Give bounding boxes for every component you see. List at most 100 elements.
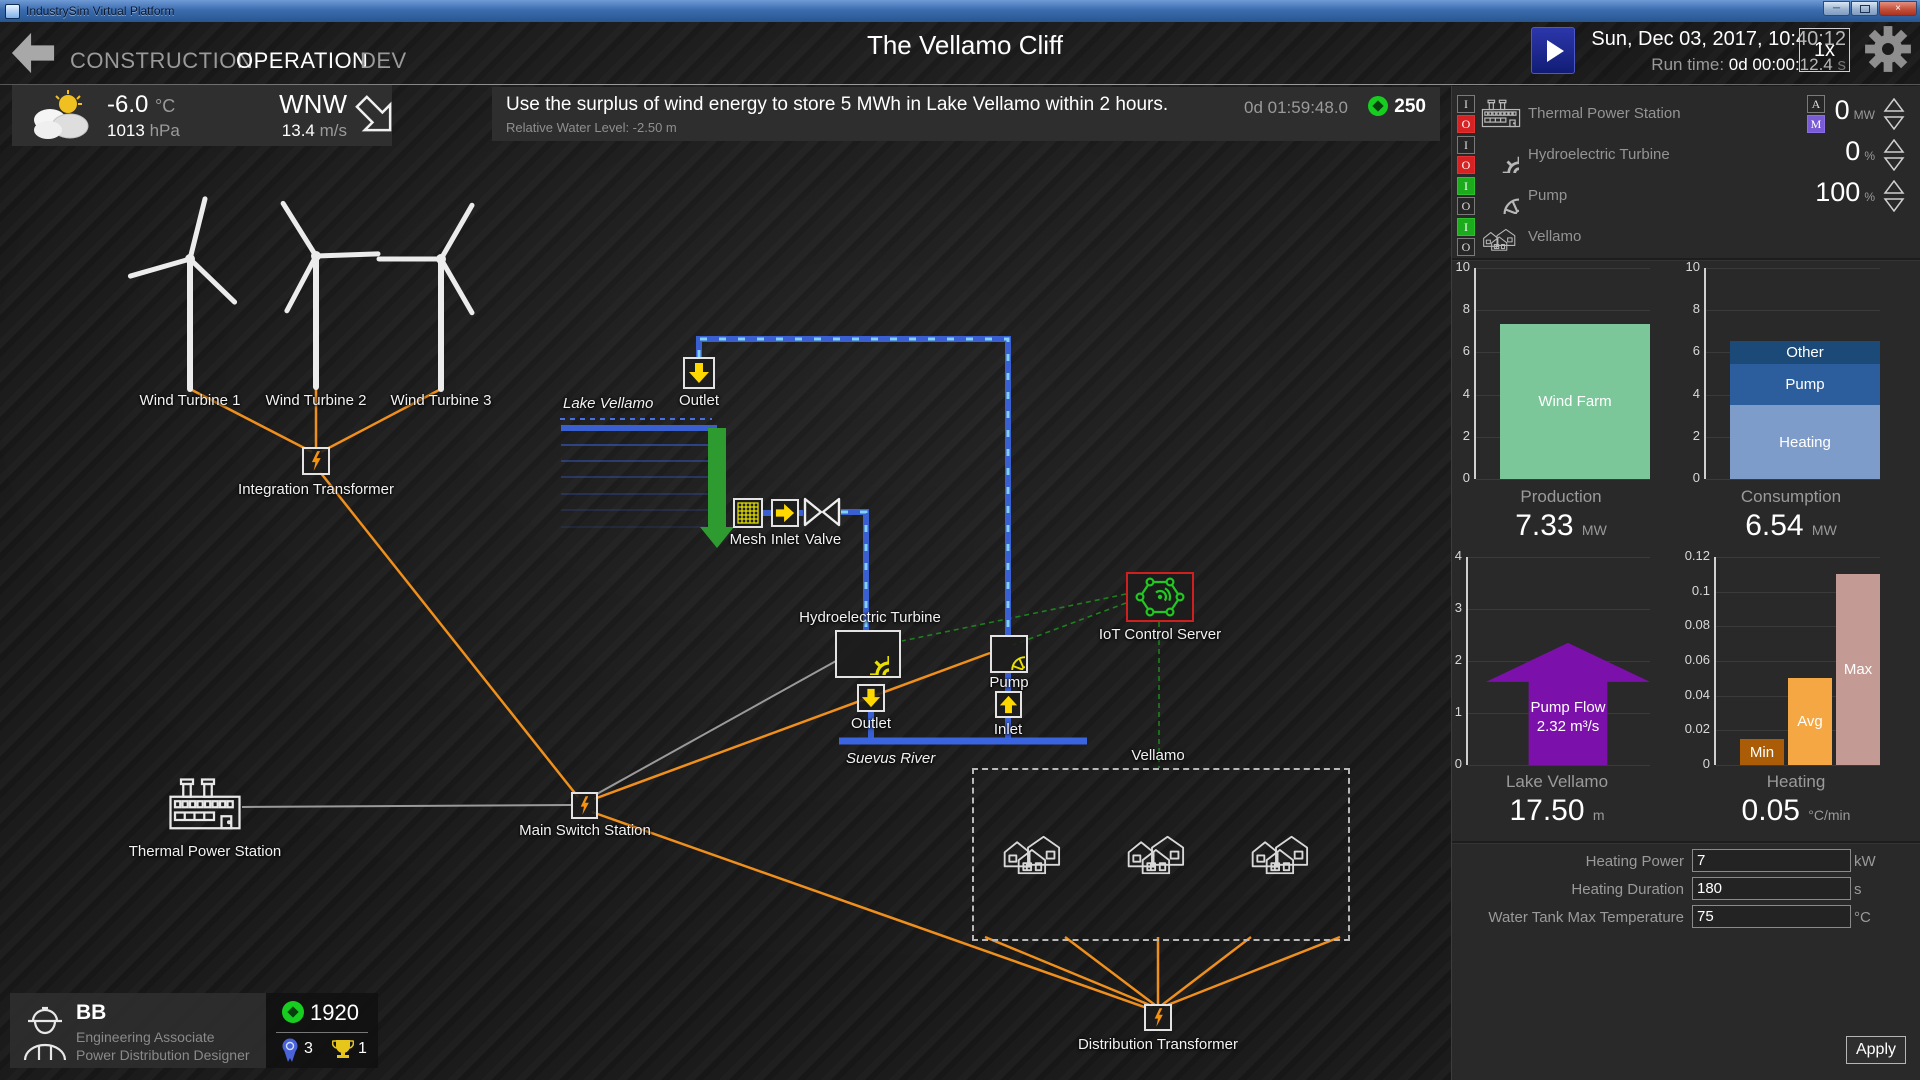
- weather-cloudy-icon: [26, 88, 96, 149]
- lake-level-arrow: [700, 428, 734, 548]
- arrow-down-icon: [861, 688, 881, 708]
- trophy-count: 1: [358, 1040, 367, 1057]
- player-info: BB Engineering Associate Power Distribut…: [10, 993, 266, 1068]
- wind-speed: 13.4 m/s: [281, 121, 347, 140]
- device-name: Thermal Power Station: [1528, 105, 1681, 122]
- panel-separator: [1452, 841, 1920, 844]
- mission-timer: 0d 01:59:48.0: [1244, 98, 1348, 117]
- arrow-right-icon: [775, 503, 795, 523]
- tab-construction[interactable]: CONSTRUCTION: [70, 48, 254, 73]
- trophy-icon: [332, 1040, 354, 1058]
- player-role-2: Power Distribution Designer: [76, 1047, 250, 1063]
- play-icon: [1546, 39, 1564, 62]
- player-name: BB: [76, 1001, 107, 1024]
- player-stats: 1920 3 1: [266, 993, 378, 1068]
- pump-node[interactable]: [990, 635, 1028, 673]
- device-name: Hydroelectric Turbine: [1528, 146, 1670, 163]
- valve-icon: [803, 497, 841, 527]
- close-button[interactable]: ×: [1879, 1, 1917, 16]
- apply-button[interactable]: Apply: [1846, 1036, 1906, 1064]
- mission-subtext: Relative Water Level: -2.50 m: [506, 120, 677, 135]
- hydro-turbine-node[interactable]: [835, 630, 901, 678]
- tab-operation[interactable]: OPERATION: [236, 48, 369, 73]
- app-icon: [5, 3, 20, 19]
- config-row: Heating Duration s: [1452, 877, 1920, 901]
- io-on-toggle[interactable]: I: [1457, 95, 1475, 113]
- lake-level-caption: Lake Vellamo 17.50 m: [1505, 772, 1609, 827]
- iot-network-icon: [1135, 577, 1185, 617]
- main-switch-station-node[interactable]: [571, 792, 598, 819]
- sim-datetime: Sun, Dec 03, 2017, 10:40:12: [1591, 28, 1846, 50]
- water-tank-max-temp-label: Water Tank Max Temperature: [1488, 909, 1684, 926]
- distribution-transformer-node[interactable]: [1144, 1004, 1172, 1031]
- mesh-label: Mesh: [729, 531, 767, 548]
- medal-icon: [282, 1038, 298, 1062]
- factory-icon: [1479, 96, 1523, 132]
- nav-separator: [0, 84, 1920, 85]
- config-row: Heating Power kW: [1452, 849, 1920, 873]
- lake-inlet-node[interactable]: [771, 499, 799, 527]
- minimize-button[interactable]: ─: [1823, 1, 1850, 16]
- distribution-transformer-label: Distribution Transformer: [1077, 1036, 1239, 1053]
- settings-gear-icon[interactable]: [1864, 25, 1912, 78]
- mesh-node[interactable]: [733, 498, 763, 528]
- config-row: Water Tank Max Temperature °C: [1452, 905, 1920, 929]
- io-off-toggle[interactable]: O: [1457, 238, 1475, 256]
- mission-text: Use the surplus of wind energy to store …: [506, 94, 1169, 115]
- lightning-bolt-icon: [309, 450, 323, 472]
- tab-dev[interactable]: DEV: [360, 48, 407, 73]
- arrow-up-icon: [999, 695, 1018, 714]
- wind-direction: WNW: [279, 89, 347, 119]
- run-time: Run time: 0d 00:00:12.4 s: [1651, 55, 1846, 74]
- houses-icon: [1000, 824, 1070, 881]
- arrow-down-icon: [689, 363, 709, 383]
- panel-separator: [1452, 258, 1920, 261]
- thermal-power-station-node[interactable]: [166, 772, 244, 843]
- heating-duration-input[interactable]: [1692, 877, 1851, 900]
- manual-mode-toggle[interactable]: M: [1807, 115, 1825, 133]
- io-off-toggle[interactable]: O: [1457, 197, 1475, 215]
- valve-node[interactable]: [803, 497, 841, 532]
- back-button[interactable]: [10, 28, 56, 83]
- value-spinner[interactable]: [1883, 97, 1905, 135]
- io-off-toggle[interactable]: O: [1457, 115, 1475, 133]
- pump-inlet-node[interactable]: [995, 691, 1022, 718]
- device-name: Pump: [1528, 187, 1568, 204]
- hydro-turbine-label: Hydroelectric Turbine: [799, 609, 941, 626]
- window-titlebar: IndustrySim Virtual Platform ─ ×: [0, 0, 1920, 22]
- iot-control-server-node[interactable]: [1126, 572, 1194, 622]
- lake-outlet-node[interactable]: [683, 357, 715, 389]
- medal-count: 3: [304, 1040, 313, 1057]
- value-spinner[interactable]: [1883, 138, 1905, 176]
- heating-power-input[interactable]: [1692, 849, 1851, 872]
- lightning-bolt-icon: [1152, 1007, 1165, 1028]
- weather-widget: -6.0 °C 1013 hPa WNW 13.4 m/s: [12, 85, 392, 146]
- play-button[interactable]: [1531, 27, 1575, 74]
- thermal-power-station-label: Thermal Power Station: [128, 843, 282, 860]
- heating-power-label: Heating Power: [1585, 853, 1684, 870]
- io-off-toggle[interactable]: O: [1457, 156, 1475, 174]
- io-on-toggle[interactable]: I: [1457, 136, 1475, 154]
- integration-transformer-node[interactable]: [302, 447, 330, 475]
- river-label: Suevus River: [846, 750, 936, 767]
- residential-area-label: Vellamo: [1131, 747, 1185, 764]
- lightning-bolt-icon: [578, 795, 591, 816]
- fan-icon: [993, 638, 1025, 670]
- maximize-button[interactable]: [1851, 1, 1878, 16]
- sim-speed-button[interactable]: 1x: [1799, 28, 1850, 72]
- io-on-toggle[interactable]: I: [1457, 218, 1475, 236]
- heating-power-unit: kW: [1854, 853, 1876, 870]
- heating-duration-label: Heating Duration: [1571, 881, 1684, 898]
- lake-inlet-label: Inlet: [770, 531, 800, 548]
- water-tank-max-temp-input[interactable]: [1692, 905, 1851, 928]
- value-spinner[interactable]: [1883, 179, 1905, 217]
- auto-mode-toggle[interactable]: A: [1807, 95, 1825, 113]
- hydro-outlet-node[interactable]: [857, 684, 885, 712]
- io-on-toggle[interactable]: I: [1457, 177, 1475, 195]
